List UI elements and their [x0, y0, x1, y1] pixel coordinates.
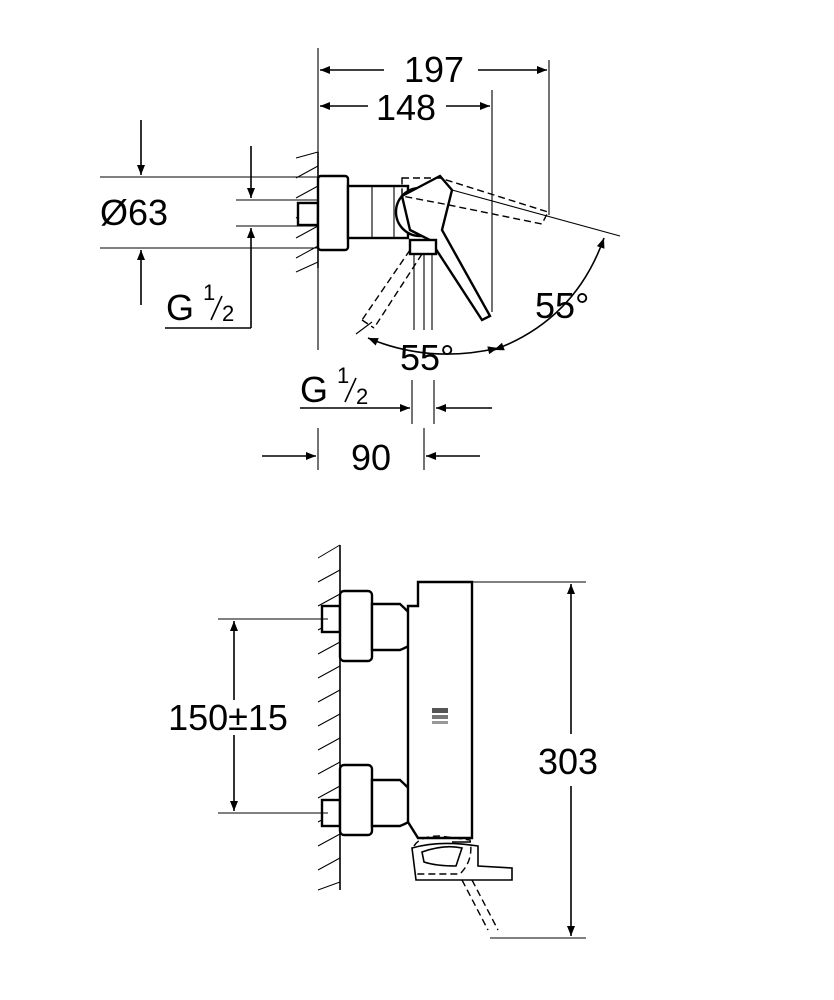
- svg-text:1: 1: [337, 363, 349, 388]
- dim-connection-left: G 1 2: [166, 280, 234, 328]
- angle-spout: 55°: [400, 337, 454, 378]
- angle-lever: 55°: [535, 285, 589, 326]
- dim-body-width: 148: [376, 87, 436, 128]
- mixer-body-top: [296, 174, 492, 330]
- svg-text:2: 2: [356, 384, 368, 409]
- top-view: 197 148 Ø63 G 1 2: [100, 48, 621, 478]
- front-view: 150±15 303: [168, 544, 598, 939]
- svg-text:G: G: [300, 369, 328, 410]
- front-wall-hatch: [317, 544, 341, 891]
- dim-diameter: Ø63: [100, 192, 168, 233]
- lever-rotated-outline: [401, 177, 549, 225]
- dim-projection: 90: [351, 437, 391, 478]
- brand-logo-mark: [432, 708, 448, 724]
- dim-center-distance: 150±15: [168, 697, 288, 738]
- dim-overall-width: 197: [404, 49, 464, 90]
- spout: [411, 835, 513, 931]
- dim-connection-bottom: G 1 2: [300, 363, 368, 410]
- svg-text:2: 2: [222, 301, 234, 326]
- svg-text:1: 1: [203, 280, 215, 305]
- svg-text:G: G: [166, 287, 194, 328]
- dim-height: 303: [538, 741, 598, 782]
